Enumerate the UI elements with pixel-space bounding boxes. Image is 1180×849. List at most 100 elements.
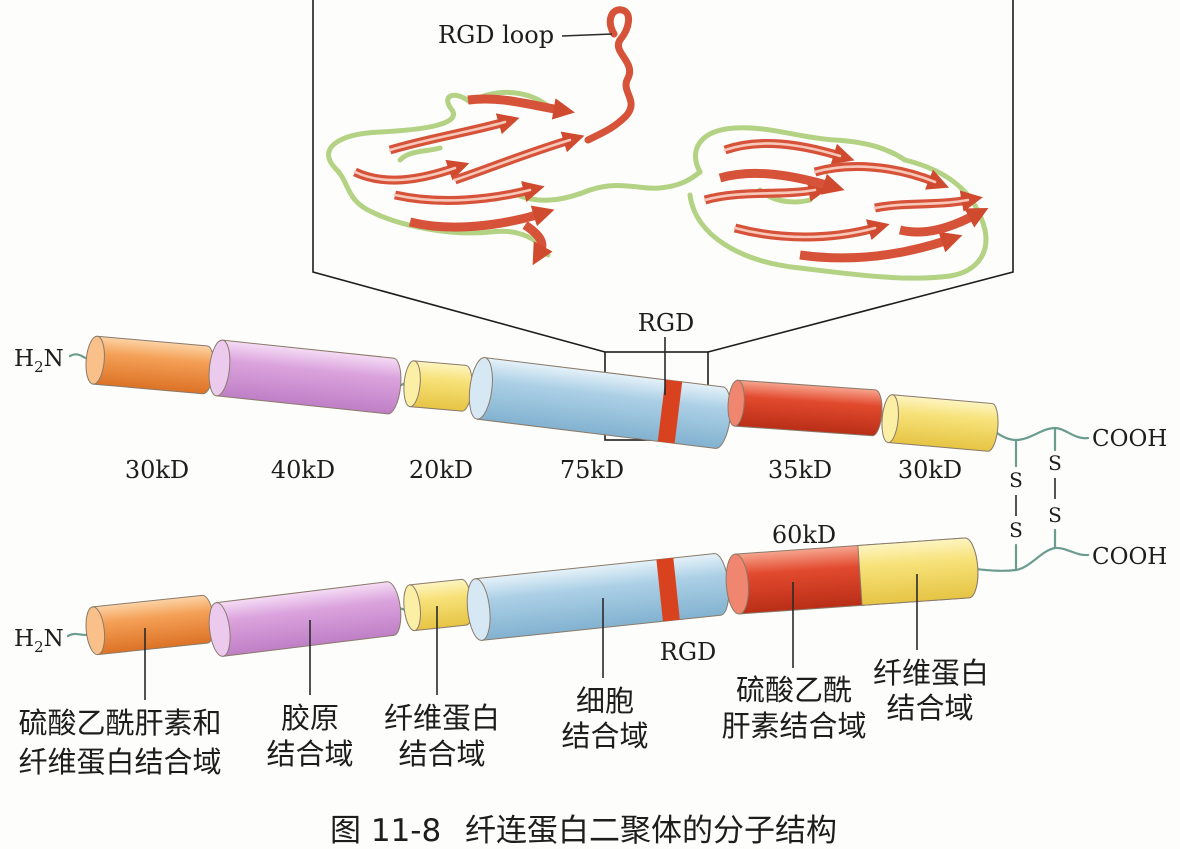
cylinder-cap xyxy=(466,578,491,641)
top-domain-4-mass: 75kD xyxy=(560,456,624,484)
top-rgd-label: RGD xyxy=(638,309,694,337)
top-c-terminus: COOH xyxy=(1092,426,1167,452)
coil-strand xyxy=(369,209,551,258)
rgd-band xyxy=(657,379,683,444)
cylinder-cap xyxy=(881,394,899,444)
sulfur-label: S xyxy=(1048,503,1062,527)
cylinder-cap xyxy=(403,584,421,632)
cylinder-cap xyxy=(403,360,421,408)
beta-strand xyxy=(799,231,963,263)
fibrin-domain-label-2: 纤维蛋白 xyxy=(873,656,989,690)
heparin-fibrin-domain-label: 硫酸乙酰肝素和 xyxy=(18,706,221,740)
beta-strand xyxy=(522,221,553,266)
bottom-rgd-label: RGD xyxy=(660,638,716,666)
fibrin-domain-label-2: 结合域 xyxy=(886,691,973,725)
n-terminus-h: H xyxy=(14,346,34,372)
linker-coil xyxy=(517,169,703,203)
cylinder-cap xyxy=(725,553,749,615)
cylinder-body xyxy=(215,339,402,415)
beta-strand-highlight xyxy=(393,188,532,202)
cylinder-body xyxy=(734,379,883,437)
chain-backbone-segment xyxy=(987,425,1090,442)
bottom-c-terminus: COOH xyxy=(1092,544,1167,570)
top-domain-2-mass: 40kD xyxy=(271,456,335,484)
bottom-chain: H2N 60kD RGD COO xyxy=(14,521,1167,779)
rgd-loop-label: RGD loop xyxy=(438,21,554,49)
collagen-domain-label: 结合域 xyxy=(266,737,353,771)
top-domain-2-cylinder xyxy=(208,339,402,415)
fibrin-domain-label: 结合域 xyxy=(398,737,485,771)
n-terminus-subscript: 2 xyxy=(34,638,44,656)
zoom-frame-right xyxy=(707,0,1014,353)
beta-strand-highlight xyxy=(353,166,457,182)
collagen-domain-label: 胶原 xyxy=(281,701,339,735)
disulfide-bonds: S S S S xyxy=(1009,426,1062,572)
caption-title: 纤连蛋白二聚体的分子结构 xyxy=(465,813,837,849)
coil-strand xyxy=(693,125,908,175)
cell-domain-label: 细胞 xyxy=(576,684,634,718)
sulfur-label: S xyxy=(1048,451,1062,475)
beta-strand-highlight xyxy=(733,226,877,239)
top-domain-1-mass: 30kD xyxy=(125,456,189,484)
heparin-domain-label: 硫酸乙酰 xyxy=(736,673,852,707)
bottom-n-terminus: H2N xyxy=(14,626,64,656)
top-domain-6-cylinder xyxy=(881,394,999,452)
figure-caption: 图 11-8 纤连蛋白二聚体的分子结构 xyxy=(330,813,837,849)
bottom-fused-domain-cylinder xyxy=(725,537,979,615)
n-terminus-subscript: 2 xyxy=(34,358,44,376)
heparin-domain-label: 肝素结合域 xyxy=(721,709,866,743)
beta-strand-highlight xyxy=(388,120,507,152)
cylinder-cap xyxy=(85,606,106,656)
fused-domain-mass: 60kD xyxy=(772,521,836,549)
bottom-domain-3-cylinder xyxy=(403,578,473,632)
caption-number: 图 11-8 xyxy=(330,813,441,849)
beta-strand-highlight xyxy=(703,188,817,202)
top-domain-3-cylinder xyxy=(403,360,473,412)
top-domain-5-mass: 35kD xyxy=(768,456,832,484)
zoom-frame-left xyxy=(312,0,606,353)
chain-backbone-segment xyxy=(964,546,1090,572)
coil-strand xyxy=(326,92,473,215)
beta-strand xyxy=(408,205,555,232)
heparin-fibrin-domain-label: 纤维蛋白结合域 xyxy=(18,745,221,779)
cylinder-cap xyxy=(208,339,231,397)
n-terminus-n: N xyxy=(44,346,64,372)
rgd-band xyxy=(656,557,680,622)
cylinder-cap xyxy=(85,335,105,385)
cell-domain-label: 结合域 xyxy=(561,719,648,753)
cylinder-cap xyxy=(727,379,745,427)
beta-strand-highlight xyxy=(813,165,937,184)
rgd-loop-leader xyxy=(561,33,613,37)
beta-strand xyxy=(718,168,845,195)
rgd-loop xyxy=(584,6,635,144)
fibrin-domain-label: 纤维蛋白 xyxy=(384,701,500,735)
bottom-domain-2-cylinder xyxy=(208,581,402,657)
bottom-domain-1-cylinder xyxy=(85,594,215,656)
n-terminus-h: H xyxy=(14,626,34,652)
cylinder-body-yellow xyxy=(857,537,979,606)
cylinder-body xyxy=(215,581,402,657)
top-chain: H2N xyxy=(14,309,1167,484)
top-domain-5-cylinder xyxy=(727,379,883,437)
n-terminus-n: N xyxy=(44,626,64,652)
sulfur-label: S xyxy=(1009,468,1023,492)
cylinder-cap xyxy=(468,357,493,420)
beta-strand-highlight xyxy=(453,138,572,182)
top-domain-4-cylinder xyxy=(468,357,732,449)
bottom-domain-4-cylinder xyxy=(466,553,730,641)
coil-strand xyxy=(687,192,989,281)
top-domain-3-mass: 20kD xyxy=(409,456,473,484)
top-n-terminus: H2N xyxy=(14,346,64,376)
top-domain-6-mass: 30kD xyxy=(898,456,962,484)
ribbon-structure: RGD loop xyxy=(326,6,989,281)
cylinder-body xyxy=(92,335,215,395)
beta-strand-highlight xyxy=(723,142,842,158)
coil-strand xyxy=(397,145,443,163)
beta-strand xyxy=(898,208,989,237)
top-domain-1-cylinder xyxy=(85,335,215,395)
cylinder-body xyxy=(92,594,215,656)
cylinder-cap xyxy=(208,602,231,657)
beta-strand xyxy=(467,94,575,120)
beta-strand-highlight xyxy=(873,198,970,210)
